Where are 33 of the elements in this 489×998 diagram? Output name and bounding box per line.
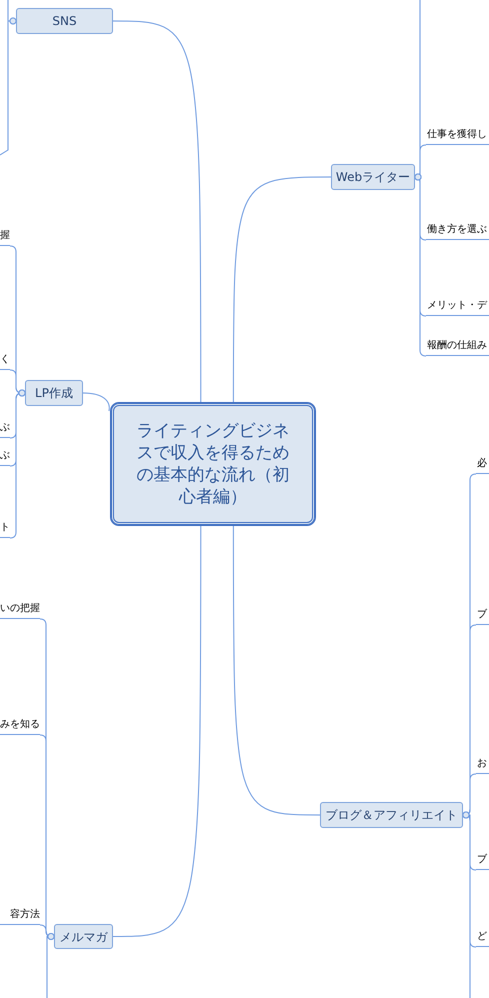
subtopic-label: 必 [476,456,489,474]
subtopic-label: 容方法 [0,907,40,925]
subtopic-label: ブ [476,607,489,625]
connector-line [112,526,202,937]
subtopic-label: ぶ [0,448,10,466]
subtopic-label: お [476,756,489,774]
connector-line [462,812,470,998]
topic-box: メルマガ [54,924,113,949]
subtopic-label: 報酬の仕組み [426,338,489,356]
connector-line [414,174,426,356]
subtopic-label: ト [0,520,10,538]
topic-box: LP作成 [25,380,83,406]
connector-line [46,933,54,998]
subtopic-label: ど [476,929,489,947]
subtopic-label: く [0,352,10,370]
connector-line [82,392,110,412]
subtopic-label: いの把握 [0,601,40,619]
topic-box: Webライター [331,164,415,190]
subtopic-label: ブ [476,852,489,870]
subtopic-label: 働き方を選ぶ [426,222,489,240]
connector-line [112,20,202,402]
subtopic-label: メリット・デ [426,298,489,316]
connector-line [10,390,26,538]
subtopic-label: 仕事を獲得し [426,127,489,145]
subtopic-label: ぶ [0,420,10,438]
topic-box: SNS [16,8,113,34]
topic-box: ブログ＆アフィリエイト [320,802,463,828]
connector-line [0,18,16,156]
subtopic-label: 握 [0,228,10,246]
connector-line [232,526,320,816]
central-topic-box: ライティングビジネスで収入を得るための基本的な流れ（初心者編） [111,403,315,525]
subtopic-label: みを知る [0,717,40,735]
connector-line [232,176,332,402]
